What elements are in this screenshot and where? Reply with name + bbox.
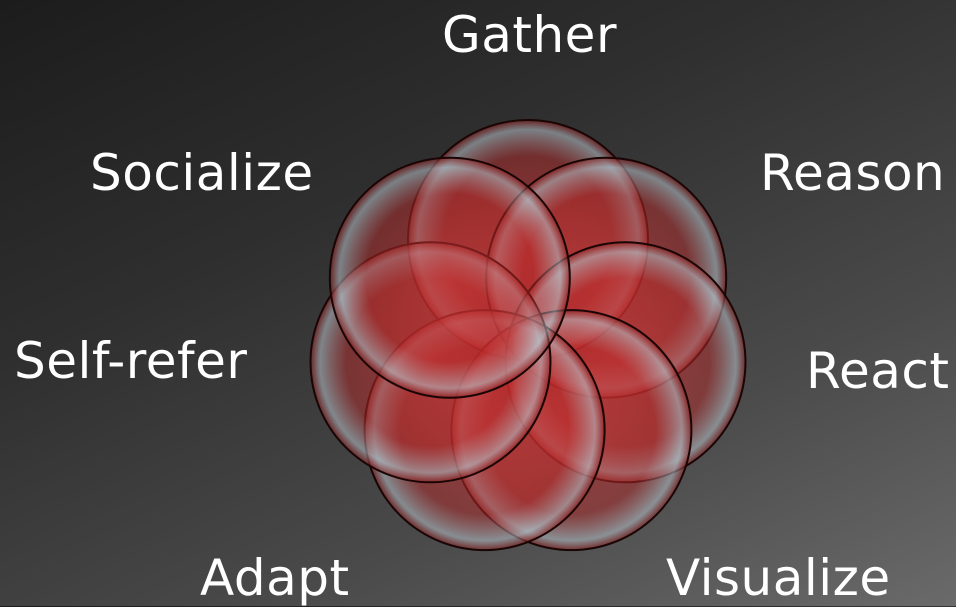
label-visualize: Visualize — [666, 553, 891, 603]
label-self-refer: Self-refer — [14, 336, 247, 386]
label-adapt: Adapt — [200, 553, 350, 603]
label-socialize: Socialize — [90, 148, 314, 198]
label-reason: Reason — [760, 148, 945, 198]
label-gather: Gather — [442, 10, 617, 60]
circle-socialize — [330, 158, 570, 398]
label-react: React — [806, 346, 950, 396]
